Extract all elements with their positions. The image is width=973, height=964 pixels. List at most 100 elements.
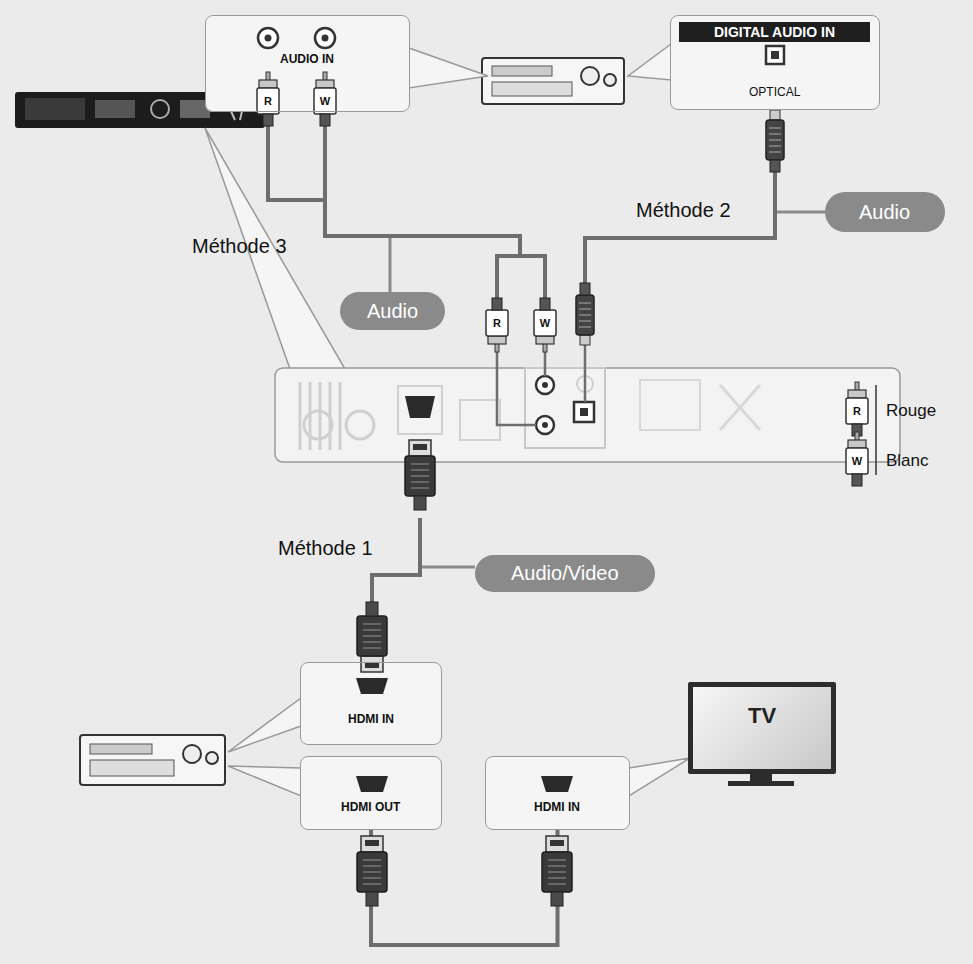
tv-label: TV bbox=[748, 703, 776, 728]
method-label: Méthode 1 bbox=[278, 537, 373, 560]
rear-panel bbox=[574, 402, 594, 422]
audio-cable bbox=[268, 124, 325, 200]
tv-screen: TV bbox=[688, 682, 836, 774]
leader-line bbox=[422, 566, 475, 569]
leader-line bbox=[389, 238, 392, 292]
port-callout: HDMI OUT bbox=[300, 756, 442, 830]
rear-panel bbox=[525, 368, 605, 448]
audio-in-callout: AUDIO IN bbox=[205, 15, 410, 112]
tag-text: Audio bbox=[367, 300, 418, 323]
hdmi-plug bbox=[405, 440, 435, 510]
hdmi-port bbox=[356, 776, 388, 792]
legend-text: Blanc bbox=[886, 451, 929, 471]
rear-panel bbox=[346, 411, 374, 439]
rear-panel bbox=[580, 408, 588, 416]
optical-port bbox=[766, 46, 784, 64]
rca-plug bbox=[257, 72, 868, 486]
audio-in-jack bbox=[258, 28, 335, 48]
leader-line bbox=[777, 211, 825, 214]
rear-panel bbox=[542, 422, 548, 428]
optical-port bbox=[771, 51, 779, 59]
hdmi-port bbox=[356, 678, 388, 694]
port-label: OPTICAL bbox=[749, 86, 800, 100]
audio-cable bbox=[585, 172, 775, 283]
rear-panel bbox=[720, 385, 760, 430]
audio-cable bbox=[325, 124, 520, 256]
player-illustration bbox=[25, 98, 85, 120]
receiver-illustration bbox=[206, 752, 218, 764]
callout-tail bbox=[628, 44, 671, 80]
callout-tail bbox=[228, 698, 301, 752]
receiver-illustration bbox=[90, 760, 174, 776]
rear-panel bbox=[275, 368, 900, 462]
audio-in-jack bbox=[315, 28, 335, 48]
callout-fill bbox=[205, 15, 410, 112]
callout-fill bbox=[300, 662, 442, 745]
rear-panel bbox=[542, 382, 548, 388]
tag-text: Audio bbox=[859, 201, 910, 224]
optical-port bbox=[766, 46, 784, 64]
cable-tag: Audio bbox=[340, 292, 445, 330]
optical-plug bbox=[766, 110, 784, 172]
hdmi-plug bbox=[542, 836, 572, 906]
rca-plug bbox=[486, 298, 508, 352]
plug-letter: R bbox=[493, 317, 501, 330]
legend-divider bbox=[876, 385, 877, 475]
audio-cable bbox=[497, 352, 545, 425]
callout-tail bbox=[228, 766, 301, 796]
receiver-illustration bbox=[604, 74, 616, 86]
cable-tag: Audio/Video bbox=[475, 555, 655, 592]
cable-tag: Audio bbox=[825, 192, 945, 232]
method-label: Méthode 3 bbox=[192, 235, 287, 258]
rca-plug bbox=[846, 382, 868, 436]
plug-letter: W bbox=[540, 317, 550, 330]
tv-stand bbox=[728, 772, 794, 786]
port-callout: HDMI IN bbox=[300, 662, 442, 745]
hdmi-plug bbox=[357, 440, 572, 906]
legend-divider bbox=[875, 385, 877, 475]
optical-plug bbox=[576, 110, 784, 345]
callout-fill bbox=[485, 756, 630, 830]
audio-in-jack bbox=[265, 35, 272, 42]
receiver-illustration bbox=[80, 735, 225, 785]
tv-stand bbox=[728, 781, 794, 786]
method-label: Méthode 2 bbox=[636, 199, 731, 222]
player-illustration bbox=[151, 100, 169, 118]
audio-in-jack bbox=[322, 35, 329, 42]
port-label: HDMI OUT bbox=[341, 801, 400, 815]
callout-tail bbox=[629, 758, 690, 796]
optical-callout: DIGITAL AUDIO IN OPTICAL bbox=[670, 15, 880, 110]
port-label: DIGITAL AUDIO IN bbox=[679, 22, 870, 42]
port-callout: HDMI IN bbox=[485, 756, 630, 830]
port-label: HDMI IN bbox=[348, 713, 394, 727]
receiver-illustration bbox=[482, 58, 624, 104]
rear-panel bbox=[405, 396, 435, 418]
hdmi-cable bbox=[371, 830, 558, 945]
rca-plug bbox=[534, 298, 556, 352]
rear-panel bbox=[460, 400, 500, 440]
port-label: HDMI IN bbox=[534, 801, 580, 815]
rca-plug bbox=[257, 72, 279, 126]
receiver-illustration bbox=[80, 735, 225, 785]
audio-cable bbox=[497, 256, 545, 298]
callout-fill bbox=[670, 15, 880, 110]
hdmi-plug bbox=[357, 836, 387, 906]
port-label: AUDIO IN bbox=[280, 53, 334, 67]
receiver-illustration bbox=[581, 67, 599, 85]
audio-cable bbox=[268, 124, 775, 602]
rca-plug bbox=[314, 72, 336, 126]
hdmi-port bbox=[356, 678, 573, 792]
hdmi-port bbox=[541, 776, 573, 792]
rear-panel bbox=[300, 382, 340, 450]
rca-plug bbox=[846, 432, 868, 486]
rear-panel bbox=[275, 368, 900, 462]
rear-panel bbox=[536, 416, 554, 434]
legend-text: Rouge bbox=[886, 401, 936, 421]
callout-fill bbox=[300, 756, 442, 830]
receiver-illustration bbox=[492, 66, 552, 76]
receiver-illustration bbox=[492, 82, 572, 96]
optical-plug bbox=[576, 283, 594, 345]
rear-panel bbox=[398, 386, 442, 434]
player-illustration bbox=[95, 100, 135, 118]
